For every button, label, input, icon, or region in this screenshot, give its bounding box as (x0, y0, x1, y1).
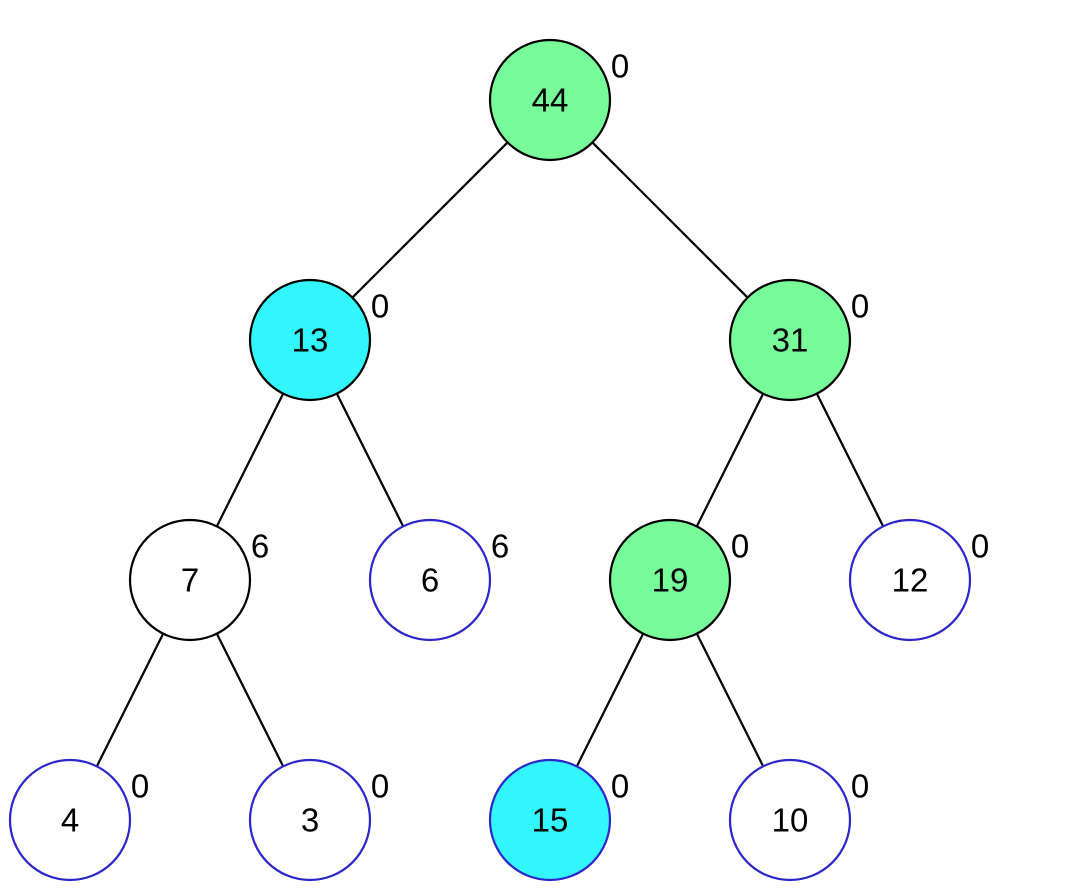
node-value: 44 (532, 82, 569, 119)
node-circle (728, 758, 852, 882)
tree-node-15: 15 0 (488, 758, 629, 882)
node-value: 7 (181, 562, 199, 599)
tree-node-7: 76 (128, 518, 269, 642)
edge-n31-n12 (815, 393, 885, 527)
node-circle (368, 518, 492, 642)
edge-n7-n4 (95, 633, 165, 767)
tree-node-4: 40 (8, 758, 149, 882)
tree-node-3: 30 (248, 758, 389, 882)
node-annotation: 0 (851, 768, 869, 805)
node-annotation: 0 (611, 48, 629, 85)
node-value: 6 (421, 562, 439, 599)
node-value: 3 (301, 802, 319, 839)
node-annotation: 6 (491, 528, 509, 565)
node-circle (248, 758, 372, 882)
node-value: 10 (772, 802, 809, 839)
edge-n44-n13 (351, 141, 509, 299)
tree-node-6: 66 (368, 518, 509, 642)
tree-edges (95, 141, 885, 767)
node-circle (608, 518, 732, 642)
node-circle (128, 518, 252, 642)
tree-node-31: 31 0 (728, 278, 869, 402)
node-circle (8, 758, 132, 882)
tree-node-13: 13 0 (248, 278, 389, 402)
node-annotation: 0 (131, 768, 149, 805)
edge-n44-n31 (591, 141, 749, 299)
node-annotation: 6 (251, 528, 269, 565)
edge-n7-n3 (215, 633, 285, 767)
node-circle (848, 518, 972, 642)
tree-node-19: 19 0 (608, 518, 749, 642)
node-annotation: 0 (971, 528, 989, 565)
node-value: 13 (292, 322, 329, 359)
node-value: 19 (652, 562, 689, 599)
node-circle (728, 278, 852, 402)
node-annotation: 0 (731, 528, 749, 565)
edge-n13-n6 (335, 393, 405, 527)
tree-node-10: 10 0 (728, 758, 869, 882)
node-annotation: 0 (851, 288, 869, 325)
node-annotation: 0 (611, 768, 629, 805)
edge-n19-n10 (695, 633, 765, 767)
node-value: 4 (61, 802, 79, 839)
node-value: 15 (532, 802, 569, 839)
node-value: 31 (772, 322, 809, 359)
edge-n31-n19 (695, 393, 765, 527)
node-circle (248, 278, 372, 402)
node-value: 12 (892, 562, 929, 599)
edge-n13-n7 (215, 393, 285, 527)
edge-n19-n15 (575, 633, 645, 767)
tree-node-12: 12 0 (848, 518, 989, 642)
node-annotation: 0 (371, 288, 389, 325)
node-circle (488, 38, 612, 162)
node-annotation: 0 (371, 768, 389, 805)
node-circle (488, 758, 612, 882)
tree-node-44: 44 0 (488, 38, 629, 162)
